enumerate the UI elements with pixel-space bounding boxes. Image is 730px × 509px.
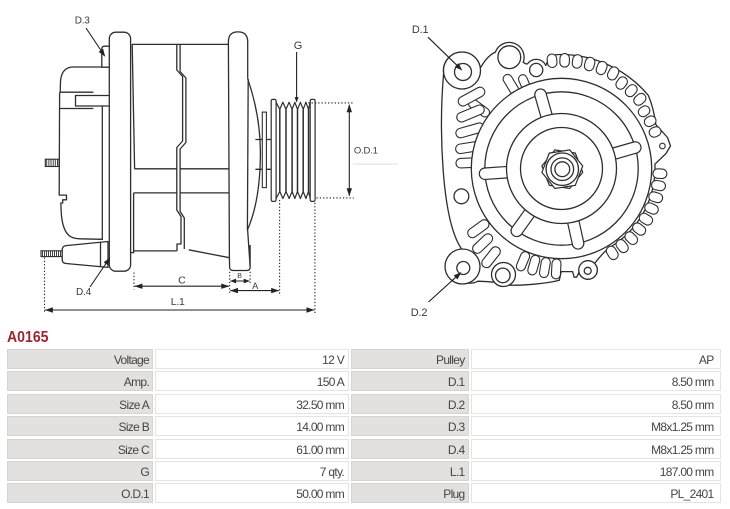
svg-text:D.2: D.2 xyxy=(411,307,428,319)
svg-text:G: G xyxy=(294,40,302,52)
svg-text:D.3: D.3 xyxy=(75,16,91,27)
svg-text:D.1: D.1 xyxy=(412,24,429,36)
svg-text:B: B xyxy=(237,273,242,280)
svg-text:D.4: D.4 xyxy=(76,287,92,298)
svg-text:C: C xyxy=(178,275,186,287)
svg-text:L.1: L.1 xyxy=(171,296,185,308)
svg-text:O.D.1: O.D.1 xyxy=(354,145,378,156)
svg-text:A: A xyxy=(252,281,258,291)
